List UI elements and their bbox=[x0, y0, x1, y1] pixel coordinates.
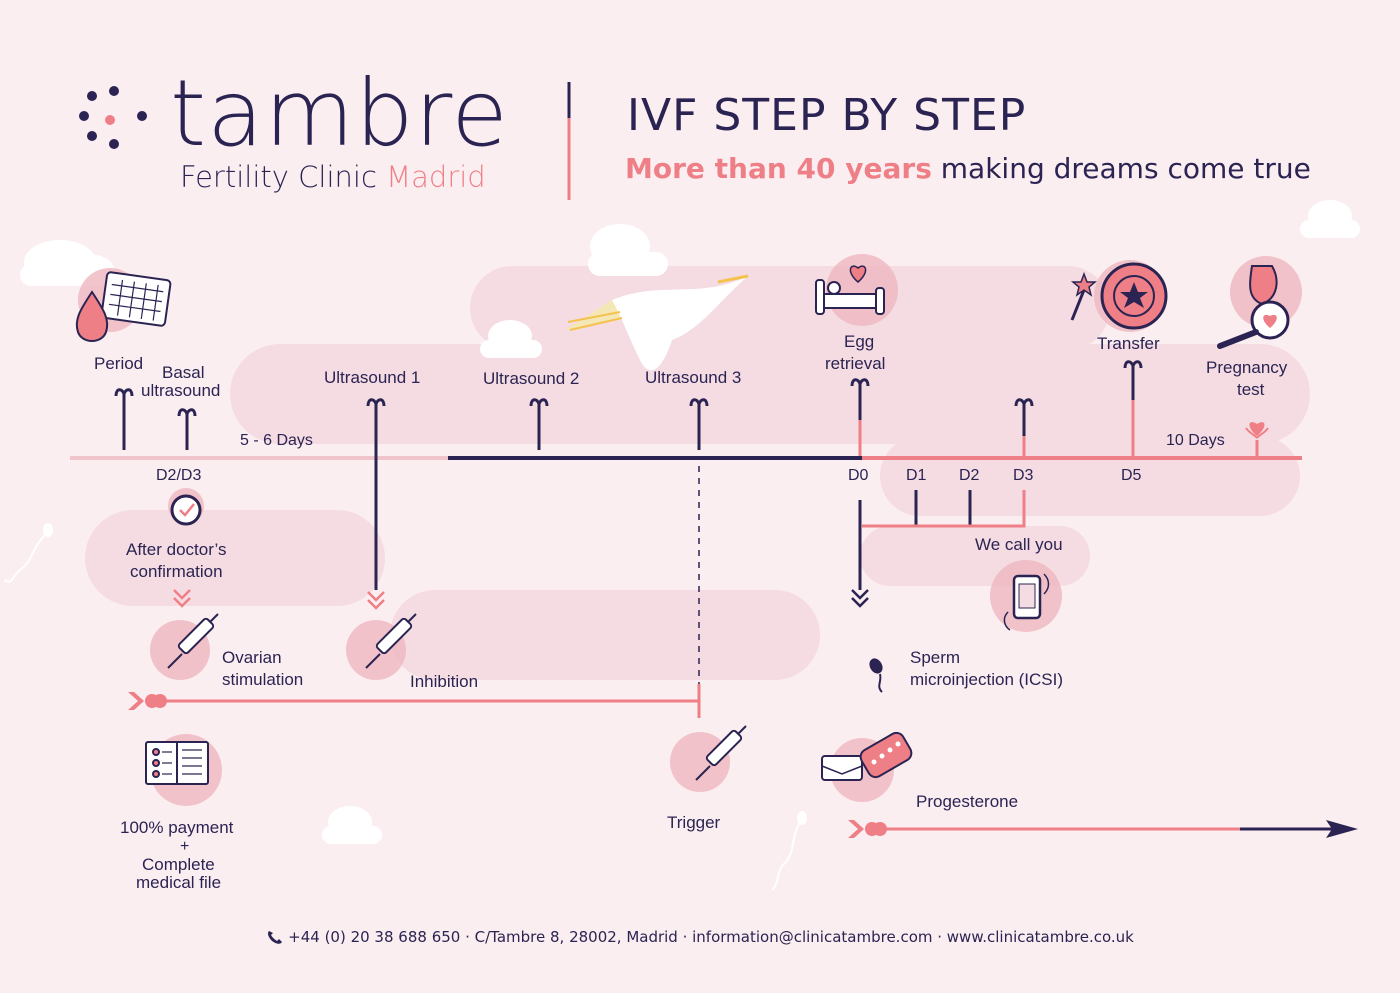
stork-illustration bbox=[565, 274, 749, 371]
syringe-icon bbox=[167, 613, 219, 669]
ovarian-label-2: stimulation bbox=[222, 670, 304, 689]
medical-file-icon bbox=[145, 741, 209, 785]
blood-drop-icon bbox=[75, 290, 109, 342]
ovarian-label-1: Ovarian bbox=[222, 648, 282, 667]
progesterone-label: Progesterone bbox=[916, 792, 1019, 811]
duration-first: 5 - 6 Days bbox=[240, 432, 313, 449]
step-ultrasound1-label: Ultrasound 1 bbox=[324, 368, 421, 387]
step-ultrasound3-label: Ultrasound 3 bbox=[645, 368, 742, 387]
pills-icon bbox=[821, 731, 913, 781]
sperm-icon bbox=[869, 658, 883, 693]
chevron-down-icon bbox=[173, 589, 191, 608]
duration-last: 10 Days bbox=[1166, 432, 1225, 449]
brand-subtitle: Fertility Clinic Madrid bbox=[180, 160, 486, 194]
heart-icon bbox=[849, 265, 867, 283]
call-label: We call you bbox=[975, 535, 1063, 554]
cloud-icon bbox=[480, 320, 542, 358]
payment-label-1: 100% payment bbox=[120, 818, 234, 837]
day-marker-d2: D2 bbox=[959, 467, 980, 484]
day-marker-d5: D5 bbox=[1121, 467, 1142, 484]
step-test-label: test bbox=[1237, 380, 1265, 399]
double-arrow-icon bbox=[848, 820, 887, 838]
day-marker-d1: D1 bbox=[906, 467, 927, 484]
day-marker-d2d3: D2/D3 bbox=[156, 467, 202, 484]
syringe-icon bbox=[365, 613, 417, 669]
brand-subtitle-main: Fertility Clinic bbox=[180, 160, 377, 194]
step-retrieval-label: retrieval bbox=[825, 354, 886, 373]
double-arrow-icon bbox=[128, 692, 167, 710]
step-transfer-label: Transfer bbox=[1097, 334, 1160, 353]
tagline-rest: making dreams come true bbox=[931, 152, 1311, 185]
step-basal-label-2: ultrasound bbox=[141, 381, 221, 400]
pregnancy-icon bbox=[1217, 265, 1290, 349]
tagline-accent: More than 40 years bbox=[625, 152, 932, 185]
heart-flower-icon bbox=[1245, 422, 1269, 439]
footer: +44 (0) 20 38 688 650 · C/Tambre 8, 2800… bbox=[0, 928, 1400, 946]
confirmation-label-1: After doctor’s bbox=[126, 540, 227, 559]
page-tagline: More than 40 years making dreams come tr… bbox=[625, 152, 1311, 185]
step-egg-label: Egg bbox=[844, 332, 875, 351]
magic-wand-icon bbox=[1070, 271, 1098, 321]
arrow-right-icon bbox=[1326, 820, 1358, 838]
step-basal-label: Basal bbox=[162, 363, 205, 382]
confirmation-label-2: confirmation bbox=[130, 562, 223, 581]
calendar-icon bbox=[100, 271, 172, 327]
phone-icon bbox=[268, 931, 283, 944]
header-divider bbox=[567, 82, 571, 200]
page-title: IVF STEP BY STEP bbox=[627, 90, 1027, 141]
brand-name: tambre bbox=[170, 60, 509, 167]
payment-label-3: medical file bbox=[136, 873, 222, 892]
chevron-down-icon bbox=[851, 589, 869, 608]
step-ultrasound2-label: Ultrasound 2 bbox=[483, 369, 580, 388]
trigger-label: Trigger bbox=[667, 813, 721, 832]
chevron-down-icon bbox=[367, 591, 385, 610]
cloud-icon bbox=[588, 224, 668, 276]
icsi-label-2: microinjection (ICSI) bbox=[910, 670, 1064, 689]
cloud-icon bbox=[322, 806, 382, 844]
phone-icon bbox=[1003, 573, 1050, 631]
step-period-label: Period bbox=[94, 354, 144, 373]
logo-dots bbox=[79, 86, 147, 149]
day-marker-d3: D3 bbox=[1013, 467, 1034, 484]
footer-contact: +44 (0) 20 38 688 650 · C/Tambre 8, 2800… bbox=[288, 928, 1134, 946]
cloud-icon bbox=[1300, 200, 1360, 238]
bed-icon bbox=[815, 279, 885, 315]
target-icon bbox=[1100, 262, 1168, 330]
payment-plus: + bbox=[180, 838, 190, 855]
inhibition-label: Inhibition bbox=[410, 672, 479, 691]
icsi-label-1: Sperm bbox=[910, 648, 961, 667]
check-circle-icon bbox=[170, 494, 202, 526]
payment-label-2: Complete bbox=[142, 855, 215, 874]
day-marker-d0: D0 bbox=[848, 467, 869, 484]
step-pregnancy-label: Pregnancy bbox=[1206, 358, 1288, 377]
syringe-icon bbox=[695, 725, 747, 781]
brand-subtitle-accent: Madrid bbox=[386, 160, 486, 194]
